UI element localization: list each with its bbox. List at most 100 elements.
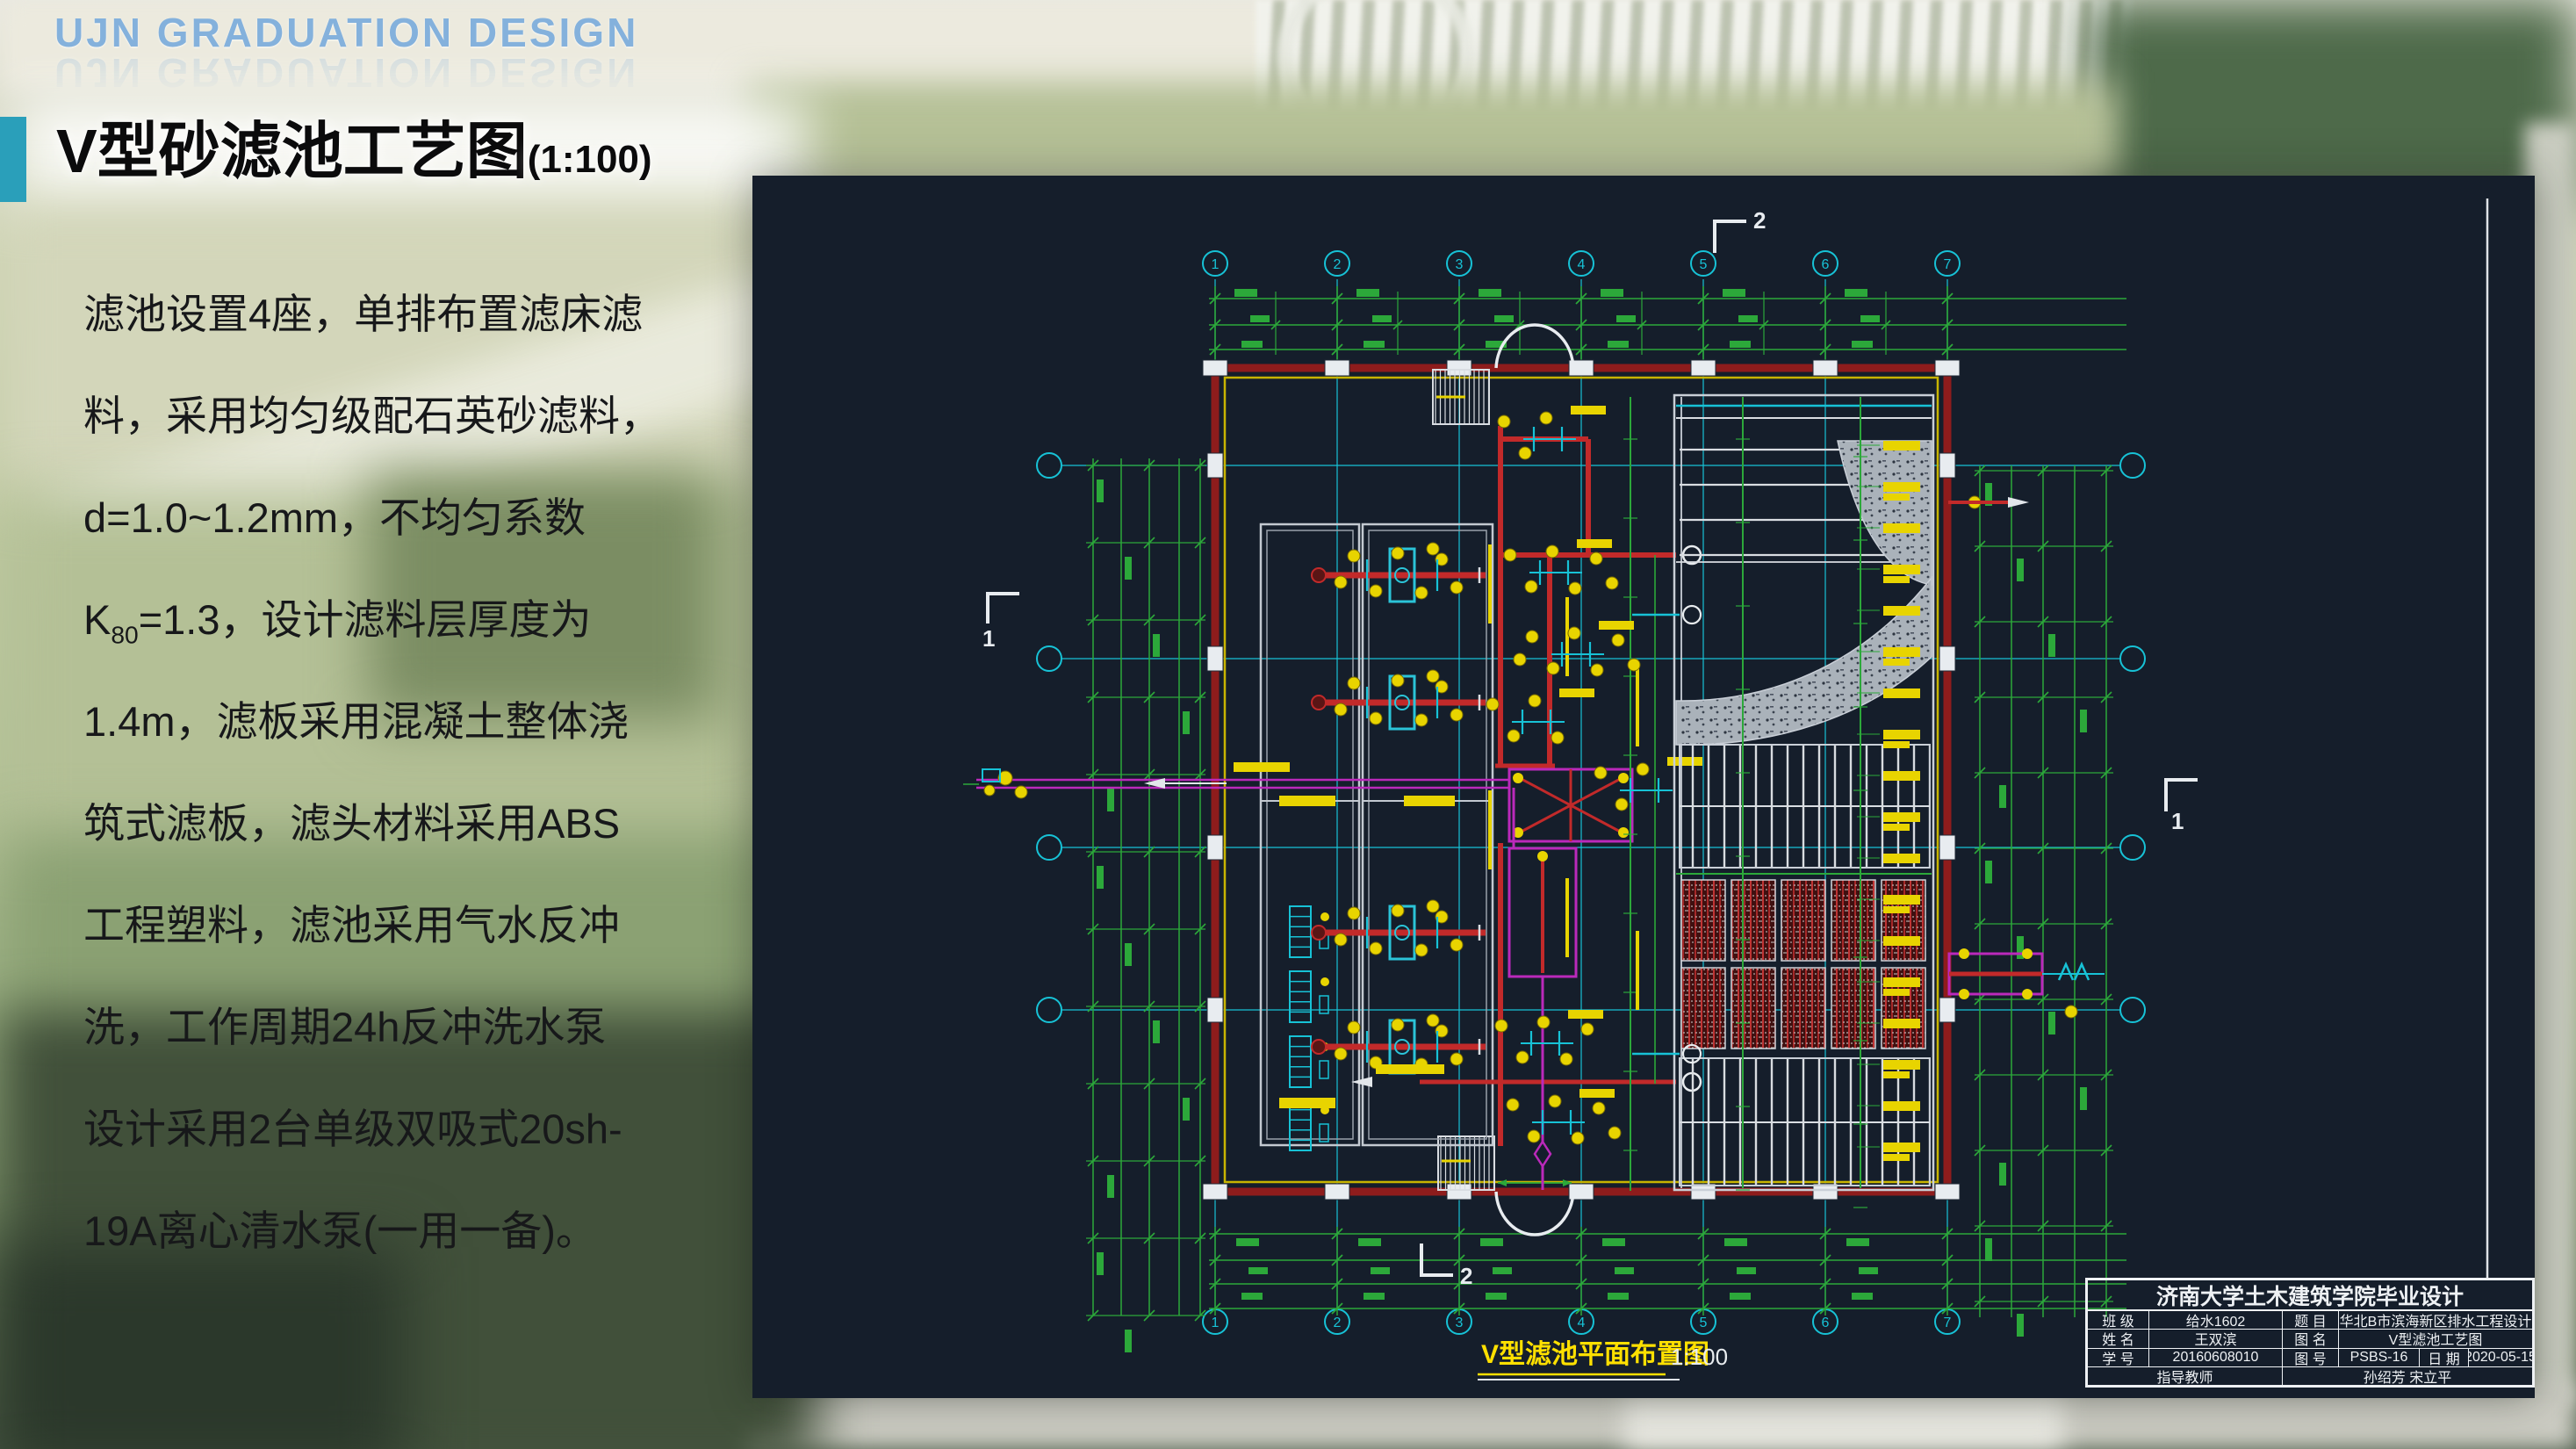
pipe-label-mark [1883, 494, 1910, 501]
valve-handwheel-icon [1347, 549, 1361, 563]
dim-text-mark [1845, 289, 1867, 297]
axis-number: 2 [1334, 1316, 1342, 1330]
valve-handwheel-icon [1391, 904, 1405, 918]
valve-handwheel-icon [1426, 542, 1440, 556]
dim-slash [2037, 691, 2049, 703]
valve-handwheel-icon [1559, 1052, 1573, 1066]
dim-slash [1453, 292, 1465, 305]
dim-slash [1143, 459, 1155, 472]
valve-handwheel-icon [1450, 1052, 1464, 1066]
media-hatch-band [1675, 575, 1932, 746]
valve-handwheel-icon [1497, 415, 1511, 429]
brand-header: UJN GRADUATION DESIGN [54, 10, 639, 55]
dim-text-mark [2017, 1314, 2024, 1337]
dim-text-mark [1364, 341, 1385, 348]
dim-slash [1575, 292, 1587, 305]
pipe-label-vertical-mark [1488, 544, 1492, 624]
dim-slash [1087, 691, 1099, 703]
dim-slash [1819, 343, 1831, 356]
dim-slash [1515, 320, 1525, 330]
tb-drawing-label: 图 名 [2283, 1330, 2339, 1348]
dim-slash [1194, 1078, 1206, 1090]
pipe-label-mark [1234, 762, 1290, 772]
dim-slash [2100, 842, 2112, 854]
pump-pipe-cap [1311, 567, 1327, 583]
dim-slash [2037, 540, 2049, 552]
photo-corner-darkest [0, 1247, 404, 1449]
dim-slash [2100, 691, 2112, 703]
room-label-mark [1404, 796, 1455, 806]
photo-bottom-highlight [1624, 1396, 2063, 1449]
paragraph-line: d=1.0~1.2mm，不均匀系数 [83, 494, 586, 541]
flow-arrow [1351, 1077, 1372, 1087]
dim-slash [2100, 1069, 2112, 1081]
dim-slash [1974, 465, 1986, 477]
section-mark-number: 1 [2171, 808, 2184, 834]
dim-slash [1697, 292, 1709, 305]
pipe-label-mark [1559, 688, 1594, 697]
dim-slash [1331, 319, 1343, 331]
dim-slash [1087, 1155, 1099, 1167]
valve-handwheel-icon [1435, 552, 1449, 566]
dim-slash [2037, 767, 2049, 779]
title-block-row: 指导教师 孙绍芳 宋立平 [2088, 1366, 2532, 1385]
dim-text-mark [1486, 1293, 1507, 1300]
dim-text-mark [2080, 1087, 2087, 1110]
dim-text-mark [1493, 1267, 1512, 1274]
pipe-label-mark [1883, 1060, 1920, 1070]
valve-handwheel-icon [1414, 586, 1428, 600]
dim-slash [1453, 343, 1465, 356]
backwash-block [1680, 879, 1726, 962]
dim-text-mark [1097, 866, 1104, 889]
dim-text-mark [1479, 289, 1501, 297]
valve-handwheel-icon [1527, 1129, 1541, 1143]
door-dim-arrowhead [1563, 1179, 1572, 1186]
valve-handwheel-icon [1536, 1015, 1551, 1029]
pipe-label-mark [1883, 482, 1920, 492]
tb-name-label: 姓 名 [2088, 1330, 2149, 1348]
axis-bubble [2119, 645, 2146, 672]
dim-slash [1087, 614, 1099, 626]
wall-column [1690, 359, 1716, 377]
section-mark [2164, 778, 2198, 811]
valve-handwheel-icon [1545, 544, 1559, 559]
dim-text-mark [1494, 315, 1514, 322]
dim-text-mark [1608, 341, 1629, 348]
dim-slash [2100, 616, 2112, 628]
dim-slash [1143, 1155, 1155, 1167]
backwash-block [1680, 967, 1726, 1049]
ladder [1289, 970, 1312, 1023]
pipe-label-mark [1883, 606, 1920, 616]
wall-column [1939, 997, 1956, 1023]
valve-handwheel-icon [1959, 948, 1969, 959]
dim-slash [1575, 1228, 1587, 1240]
dim-text-mark [1236, 1238, 1259, 1246]
valve-handwheel-icon [1369, 584, 1383, 598]
section-mark [986, 592, 1019, 624]
axis-bubble [2119, 834, 2146, 861]
dim-slash [1331, 1254, 1343, 1266]
dim-slash [1143, 1078, 1155, 1090]
valve-handwheel-icon [1580, 1022, 1594, 1036]
valve-handwheel-icon [1618, 827, 1629, 838]
dim-slash [1819, 1278, 1831, 1290]
ladder-label [1319, 995, 1329, 1014]
pipe-flange [1681, 604, 1702, 625]
title-block-header: 济南大学土木建筑学院毕业设计 [2088, 1280, 2532, 1311]
valve-handwheel-icon [1567, 626, 1581, 640]
dim-slash [2100, 993, 2112, 1006]
dim-slash [1087, 1078, 1099, 1090]
dim-slash [2100, 1144, 2112, 1157]
dim-slash [2100, 1220, 2112, 1232]
flow-arrow [2008, 497, 2029, 508]
dim-slash [2100, 767, 2112, 779]
valve-handwheel-icon [1369, 711, 1383, 725]
pump-impeller [1394, 695, 1410, 710]
pipe-label-vertical-mark [1636, 667, 1639, 746]
dim-slash [1087, 1309, 1099, 1322]
valve-handwheel-icon [1513, 652, 1527, 667]
pipe-label-mark [1883, 741, 1910, 748]
valve-handwheel-icon [1525, 630, 1539, 644]
valve-handwheel-icon [1334, 575, 1348, 589]
